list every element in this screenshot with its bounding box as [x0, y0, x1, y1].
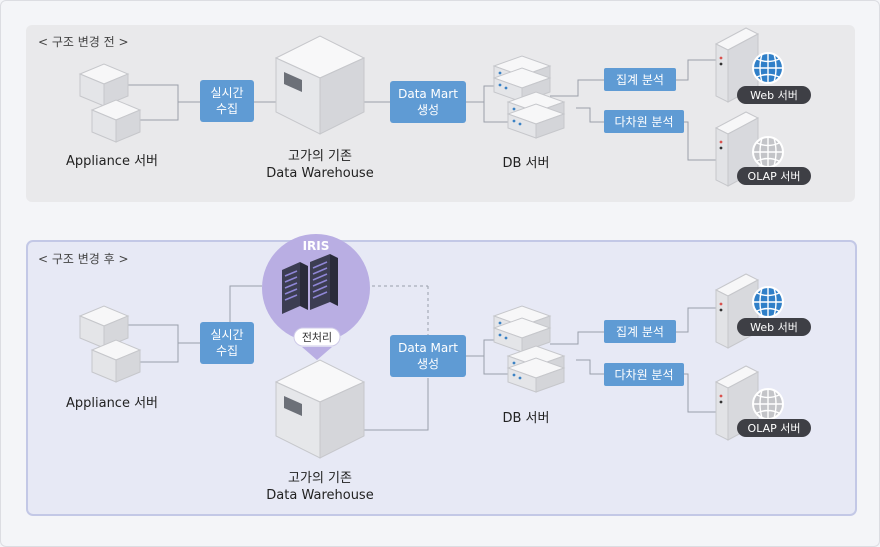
before-analysis1-label: 집계 분석	[616, 73, 664, 87]
before-collect-box	[200, 80, 254, 122]
after-olap-globe-icon	[752, 388, 784, 420]
iris-label: IRIS	[303, 239, 330, 253]
before-web-pill	[737, 86, 811, 104]
after-olap-label: OLAP 서버	[748, 422, 801, 435]
before-olap-pill	[737, 167, 811, 185]
before-warehouse-line1: 고가의 기존	[288, 149, 352, 164]
after-collect-box	[200, 322, 254, 364]
after-collect-line1: 실시간	[210, 328, 243, 342]
after-panel	[26, 240, 857, 516]
after-web-label: Web 서버	[750, 321, 798, 334]
before-web-label: Web 서버	[750, 89, 798, 102]
before-db-label: DB 서버	[503, 156, 550, 171]
after-analysis1-box	[604, 320, 676, 343]
preprocess-arrow-icon	[302, 347, 332, 360]
before-datamart-line2: 생성	[417, 103, 439, 117]
after-datamart-line1: Data Mart	[398, 341, 458, 355]
before-collect-line2: 수집	[216, 102, 238, 116]
after-title: < 구조 변경 후 >	[38, 252, 129, 266]
before-warehouse-line2: Data Warehouse	[266, 166, 373, 181]
after-warehouse-line2: Data Warehouse	[266, 488, 373, 503]
before-analysis2-label: 다차원 분석	[614, 115, 673, 129]
after-web-globe-icon	[752, 286, 784, 318]
before-analysis2-box	[604, 110, 684, 133]
after-collect-line2: 수집	[216, 344, 238, 358]
preprocess-label: 전처리	[302, 331, 332, 344]
before-analysis1-box	[604, 68, 676, 91]
before-collect-line1: 실시간	[210, 86, 243, 100]
after-appliance-label: Appliance 서버	[66, 396, 158, 411]
after-web-pill	[737, 318, 811, 336]
after-analysis2-label: 다차원 분석	[614, 368, 673, 382]
after-olap-pill	[737, 419, 811, 437]
before-connectors	[128, 59, 716, 161]
before-appliance-label: Appliance 서버	[66, 154, 158, 169]
after-connectors	[128, 285, 716, 431]
after-analysis2-box	[604, 363, 684, 386]
before-datamart-box	[390, 81, 466, 123]
before-title: < 구조 변경 전 >	[38, 35, 129, 49]
after-db-label: DB 서버	[503, 411, 550, 426]
iris-rack-icon	[282, 254, 338, 314]
before-olap-label: OLAP 서버	[748, 170, 801, 183]
before-olap-globe-icon	[752, 136, 784, 168]
before-datamart-line1: Data Mart	[398, 87, 458, 101]
after-warehouse-line1: 고가의 기존	[288, 471, 352, 486]
after-datamart-line2: 생성	[417, 357, 439, 371]
after-datamart-box	[390, 335, 466, 377]
after-analysis1-label: 집계 분석	[616, 325, 664, 339]
before-web-globe-icon	[752, 52, 784, 84]
preprocess-pill	[293, 327, 341, 347]
